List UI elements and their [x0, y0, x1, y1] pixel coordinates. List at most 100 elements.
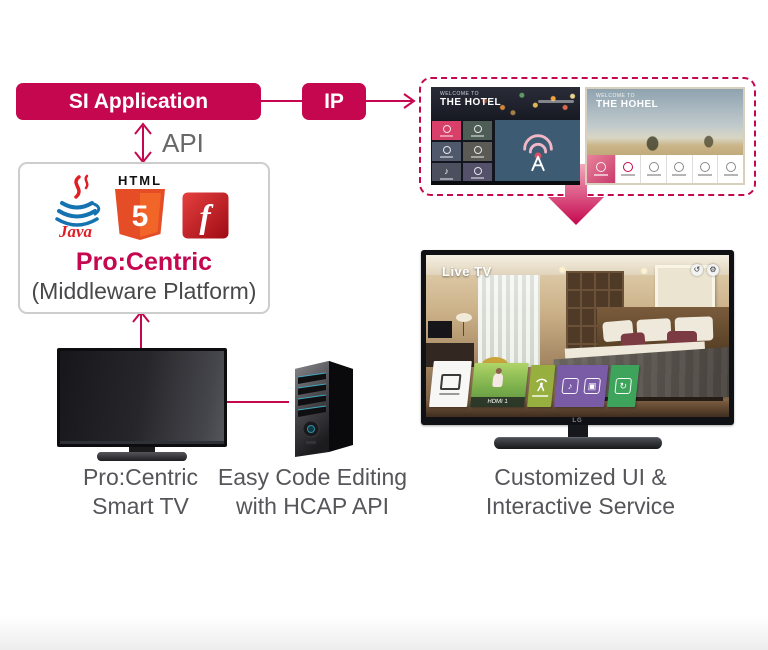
big-down-arrow — [548, 164, 604, 225]
preview-welcome-text: WELCOME TO — [440, 91, 479, 97]
menu-card-label-bar — [646, 174, 661, 176]
menu-card-label-bar — [723, 174, 738, 176]
tile-icon — [473, 124, 482, 133]
hotel-tv-caption: Customized UI & Interactive Service — [448, 463, 713, 521]
antenna-icon — [536, 378, 548, 391]
tile-label-bar — [532, 394, 549, 397]
room-ceiling — [426, 255, 729, 275]
tile-icon — [473, 166, 482, 175]
flash-letter: f — [199, 199, 214, 236]
menu-card — [614, 155, 641, 183]
preview-header-bokeh: WELCOME TO THE HOTEL — [431, 87, 580, 120]
tv-option-buttons: ↺ ⚙ — [691, 264, 719, 276]
tile-label-bar — [440, 177, 453, 180]
menu-card — [640, 155, 666, 183]
tile-label-bar — [471, 176, 484, 179]
menu-card-label-bar — [697, 174, 712, 176]
preview-menu-grid: ♪ — [431, 120, 495, 182]
preview-tile — [463, 142, 492, 161]
html5-shield: 5 — [115, 189, 165, 240]
tile-label-bar — [440, 155, 453, 158]
room-lamp — [456, 313, 472, 322]
preview-welcome-text: WELCOME TO — [596, 93, 635, 99]
replay-icon: ↻ — [614, 378, 633, 394]
smart-tv-screen — [60, 351, 224, 444]
rotate-icon: ↺ — [691, 264, 703, 276]
hotel-tv-image: Live TV ↺ ⚙ HDMI 1 — [421, 250, 734, 425]
si-application-label: SI Application — [68, 89, 209, 113]
server-tower-image — [295, 361, 353, 457]
ip-label: IP — [324, 89, 344, 113]
api-label: API — [162, 128, 204, 158]
preview-tile: ♪ — [432, 163, 461, 182]
tile-label-bar — [440, 134, 453, 137]
drive-bays — [297, 372, 327, 417]
photo-icon: ▣ — [583, 378, 602, 394]
room-lamp-pole — [463, 322, 464, 336]
launcher-tile-live — [527, 365, 556, 407]
preview-chin — [431, 181, 580, 185]
hotel-tv-caption-line2: Interactive Service — [485, 493, 676, 519]
preview-body: ♪ — [431, 120, 580, 182]
procentric-title: Pro:Centric — [75, 248, 213, 276]
smart-tv-stand — [97, 452, 187, 461]
html5-wordmark: HTML — [117, 173, 163, 188]
smart-tv-image — [57, 348, 227, 447]
menu-card-icon — [595, 162, 606, 172]
menu-card-icon — [699, 162, 710, 172]
tile-label-bar — [471, 155, 484, 158]
smart-tv-speaker-strip — [60, 441, 224, 444]
connector-si-ip — [259, 100, 304, 102]
menu-card-label-bar — [672, 174, 687, 176]
preview-live-panel — [495, 120, 580, 181]
bottom-fade — [0, 616, 768, 650]
hotel-tv-caption-line1: Customized UI & — [494, 464, 667, 490]
launcher-tile-media: ♪ ▣ — [554, 365, 609, 407]
hotel-tv-stand — [494, 437, 662, 449]
preview-tile — [463, 121, 492, 140]
preview-title-text: THE HOTEL — [440, 97, 502, 108]
room-desk-tv — [428, 321, 452, 338]
java-logo: Java — [55, 174, 101, 240]
preview-tile — [432, 121, 461, 140]
preview-menu-cards — [587, 155, 743, 183]
lg-logo: LG — [572, 418, 583, 424]
menu-card-icon — [725, 162, 736, 172]
preview-title-text: THE HOHEL — [596, 99, 659, 110]
hotel-tv-screen: Live TV ↺ ⚙ HDMI 1 — [426, 255, 729, 417]
launcher-tile-apps: ↻ — [607, 365, 640, 407]
menu-card — [717, 155, 743, 183]
menu-card-icon — [674, 162, 685, 172]
api-double-arrow-icon — [134, 122, 152, 164]
preview-tile — [463, 163, 492, 182]
menu-card — [665, 155, 692, 183]
server-caption-line2: with HCAP API — [236, 493, 389, 519]
photo-girl — [492, 373, 504, 387]
flash-logo: f — [182, 192, 229, 239]
menu-card — [691, 155, 718, 183]
launcher-tile-hdmi: HDMI 1 — [470, 363, 529, 407]
tile-icon — [473, 145, 482, 154]
live-tv-badge: Live TV — [442, 264, 492, 279]
preview-dashed-box — [419, 77, 756, 196]
preview-hotel-ui-dark: WELCOME TO THE HOTEL ♪ — [431, 87, 580, 185]
tile-label-bar — [439, 392, 460, 395]
smart-tv-caption: Pro:Centric Smart TV — [58, 463, 223, 521]
smart-tv-caption-line1: Pro:Centric — [82, 464, 199, 490]
hotel-tv-neck — [568, 425, 588, 438]
smart-tv-neck — [129, 447, 155, 453]
tile-icon — [442, 145, 451, 154]
tv-launcher-bar: HDMI 1 ♪ ▣ ↻ — [429, 359, 640, 407]
menu-card-label-bar — [620, 174, 635, 176]
middleware-platform-box: Java HTML 5 f Pro:Centric (Middleware Pl… — [18, 162, 270, 314]
preview-tile — [432, 142, 461, 161]
menu-card-icon — [622, 162, 633, 172]
menu-card-icon — [648, 162, 659, 172]
music-icon: ♪ — [444, 165, 449, 176]
menu-card-highlight — [587, 155, 615, 183]
si-application-box: SI Application — [16, 83, 261, 120]
hdmi-label: HDMI 1 — [470, 397, 526, 407]
tile-label-bar — [471, 134, 484, 137]
ip-box: IP — [302, 83, 366, 120]
